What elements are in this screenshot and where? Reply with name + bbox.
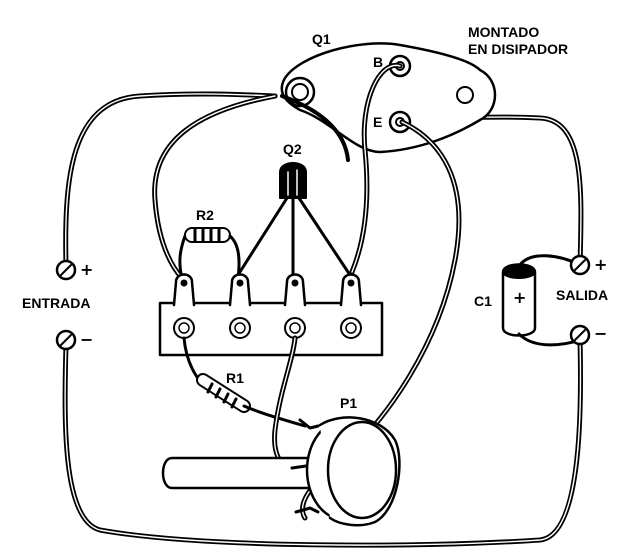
mounted-label-line1: MONTADO — [468, 24, 540, 40]
p1-shaft — [161, 456, 332, 490]
entrada-label: ENTRADA — [22, 295, 91, 311]
r1-label: R1 — [226, 370, 244, 386]
q1-mount-hole — [456, 86, 474, 104]
entrada-plus-sign: + — [80, 260, 94, 279]
entrada-minus-terminal — [55, 329, 77, 351]
input-wire — [63, 91, 278, 268]
salida-minus-terminal — [569, 324, 591, 346]
emitter-label: E — [373, 114, 383, 130]
r2-label: R2 — [196, 207, 214, 223]
terminal-strip — [158, 273, 384, 357]
entrada-plus-terminal — [55, 259, 77, 281]
salida-plus-terminal — [569, 254, 591, 276]
r2-resistor — [178, 227, 241, 280]
entrada-minus-sign: − — [80, 330, 94, 349]
salida-minus-sign: − — [594, 324, 608, 343]
c1-label: C1 — [474, 293, 492, 309]
p1-body — [290, 416, 401, 527]
c1-plus-sign: + — [513, 288, 527, 307]
q1-label: Q1 — [312, 31, 331, 47]
q2-body — [279, 162, 307, 199]
salida-plus-sign: + — [594, 255, 608, 274]
mounted-label-line2: EN DISIPADOR — [468, 41, 569, 57]
collector-wire — [152, 93, 278, 281]
q1-heatsink — [280, 42, 497, 154]
q2-label: Q2 — [283, 141, 302, 157]
pot-wire — [272, 335, 301, 473]
salida-label: SALIDA — [556, 287, 609, 303]
base-label: B — [373, 54, 384, 70]
p1-label: P1 — [340, 395, 358, 411]
